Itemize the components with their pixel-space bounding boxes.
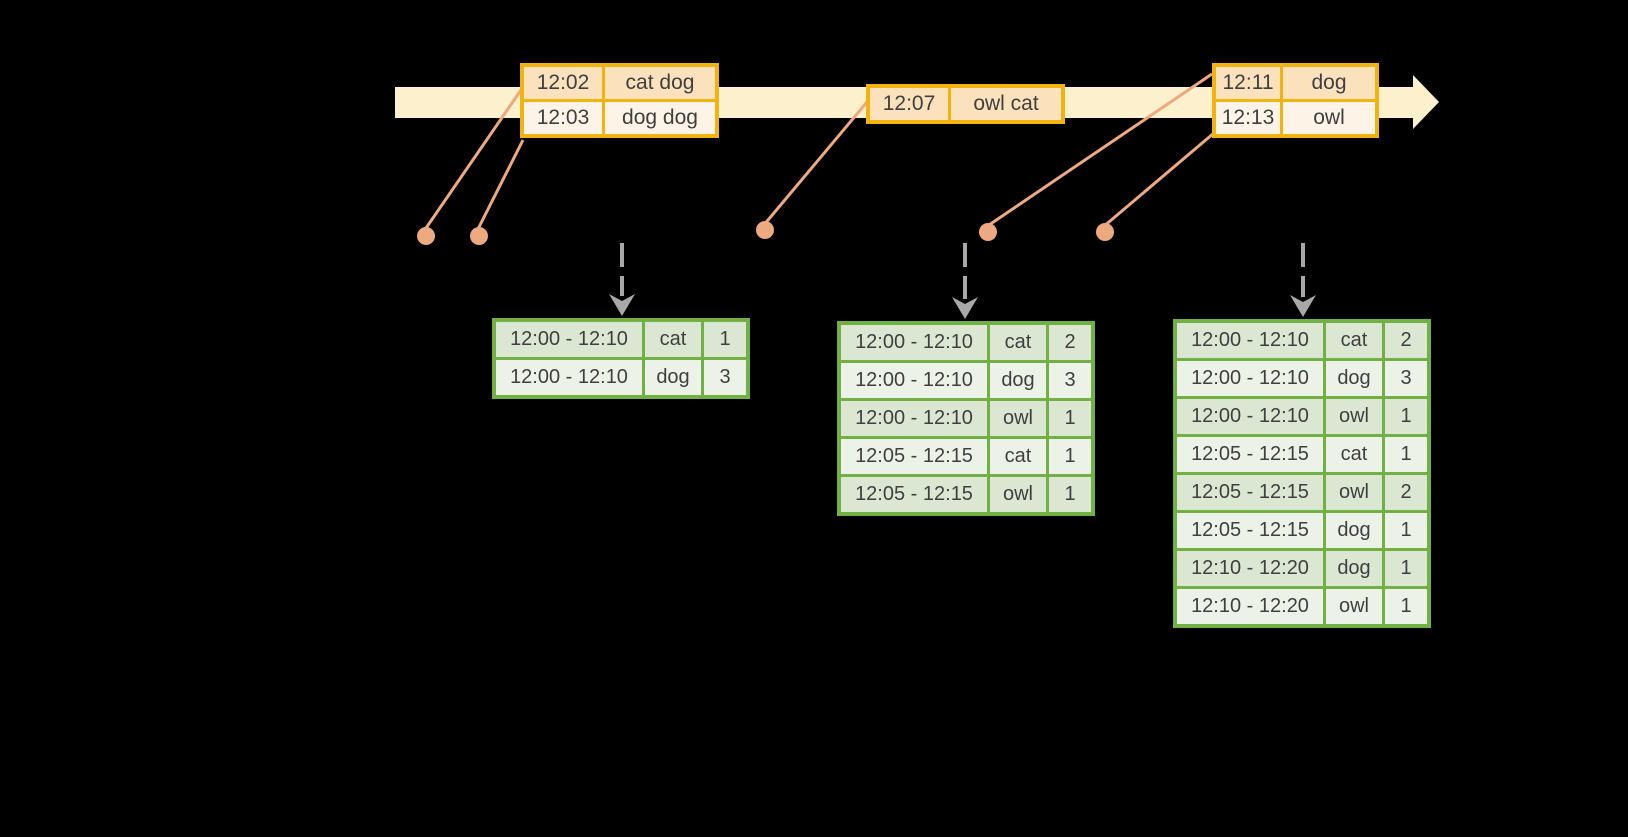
result-word: dog (1323, 548, 1385, 589)
result-window: 12:00 - 12:10 (1173, 358, 1326, 399)
result-word: cat (1323, 319, 1385, 361)
result-row: 12:05 - 12:15 cat 1 (837, 436, 1095, 477)
event-words: dog (1280, 63, 1379, 102)
arrow-down-icon (609, 243, 635, 316)
result-row: 12:00 - 12:10 cat 1 (492, 318, 750, 360)
event-time: 12:11 (1212, 63, 1283, 102)
event-time: 12:07 (866, 84, 951, 124)
result-count: 1 (1382, 548, 1431, 589)
result-window: 12:05 - 12:15 (1173, 434, 1326, 475)
result-row: 12:00 - 12:10 dog 3 (492, 357, 750, 399)
event-words: owl cat (948, 84, 1065, 124)
result-word: owl (987, 474, 1049, 516)
result-window: 12:00 - 12:10 (492, 357, 645, 399)
result-row: 12:05 - 12:15 owl 1 (837, 474, 1095, 516)
result-word: owl (1323, 472, 1385, 513)
result-window: 12:00 - 12:10 (837, 321, 990, 363)
result-row: 12:10 - 12:20 dog 1 (1173, 548, 1431, 589)
connector-line (1102, 131, 1215, 229)
event-row: 12:11 dog (1212, 63, 1379, 102)
event-row: 12:03 dog dog (520, 99, 719, 138)
connector-line (475, 139, 525, 232)
result-count: 1 (1046, 474, 1095, 516)
result-table: 12:00 - 12:10 cat 2 12:00 - 12:10 dog 3 … (1173, 319, 1431, 628)
result-row: 12:00 - 12:10 dog 3 (837, 360, 1095, 401)
dot-icon (979, 223, 997, 241)
result-window: 12:00 - 12:10 (1173, 319, 1326, 361)
result-count: 1 (1046, 398, 1095, 439)
result-count: 2 (1046, 321, 1095, 363)
result-window: 12:05 - 12:15 (1173, 472, 1326, 513)
event-words: dog dog (602, 99, 719, 138)
result-word: cat (987, 436, 1049, 477)
result-window: 12:10 - 12:20 (1173, 586, 1326, 628)
result-count: 1 (1382, 586, 1431, 628)
result-word: owl (1323, 586, 1385, 628)
event-row: 12:13 owl (1212, 99, 1379, 138)
result-row: 12:00 - 12:10 dog 3 (1173, 358, 1431, 399)
result-row: 12:00 - 12:10 cat 2 (837, 321, 1095, 363)
result-word: cat (642, 318, 704, 360)
result-count: 2 (1382, 472, 1431, 513)
event-time: 12:03 (520, 99, 605, 138)
dot-icon (417, 227, 435, 245)
result-window: 12:05 - 12:15 (837, 436, 990, 477)
result-count: 1 (701, 318, 750, 360)
result-count: 1 (1382, 510, 1431, 551)
result-row: 12:00 - 12:10 owl 1 (1173, 396, 1431, 437)
result-word: owl (1323, 396, 1385, 437)
event-row: 12:02 cat dog (520, 63, 719, 102)
result-row: 12:00 - 12:10 cat 2 (1173, 319, 1431, 361)
result-word: dog (1323, 358, 1385, 399)
dot-icon (470, 227, 488, 245)
connector-line (422, 89, 523, 232)
result-window: 12:10 - 12:20 (1173, 548, 1326, 589)
result-count: 2 (1382, 319, 1431, 361)
connector-line (985, 72, 1213, 229)
result-word: dog (1323, 510, 1385, 551)
result-word: dog (642, 357, 704, 399)
arrow-down-icon (952, 243, 978, 319)
event-table: 12:02 cat dog 12:03 dog dog (520, 63, 719, 138)
result-window: 12:00 - 12:10 (492, 318, 645, 360)
event-row: 12:07 owl cat (866, 84, 1065, 124)
result-row: 12:05 - 12:15 owl 2 (1173, 472, 1431, 513)
result-row: 12:05 - 12:15 cat 1 (1173, 434, 1431, 475)
dot-icon (1096, 223, 1114, 241)
arrow-right-icon (1413, 75, 1439, 129)
event-time: 12:13 (1212, 99, 1283, 138)
result-count: 3 (701, 357, 750, 399)
result-row: 12:10 - 12:20 owl 1 (1173, 586, 1431, 628)
result-table: 12:00 - 12:10 cat 1 12:00 - 12:10 dog 3 (492, 318, 750, 399)
event-words: cat dog (602, 63, 719, 102)
result-window: 12:05 - 12:15 (837, 474, 990, 516)
dot-icon (756, 221, 774, 239)
event-time: 12:02 (520, 63, 605, 102)
result-window: 12:00 - 12:10 (837, 360, 990, 401)
event-words: owl (1280, 99, 1379, 138)
event-table: 12:11 dog 12:13 owl (1212, 63, 1379, 138)
result-count: 1 (1382, 434, 1431, 475)
result-word: cat (1323, 434, 1385, 475)
result-window: 12:05 - 12:15 (1173, 510, 1326, 551)
result-word: dog (987, 360, 1049, 401)
result-count: 3 (1382, 358, 1431, 399)
result-row: 12:00 - 12:10 owl 1 (837, 398, 1095, 439)
result-window: 12:00 - 12:10 (1173, 396, 1326, 437)
result-window: 12:00 - 12:10 (837, 398, 990, 439)
result-row: 12:05 - 12:15 dog 1 (1173, 510, 1431, 551)
result-count: 1 (1046, 436, 1095, 477)
result-word: owl (987, 398, 1049, 439)
event-table: 12:07 owl cat (866, 84, 1065, 124)
result-count: 1 (1382, 396, 1431, 437)
result-word: cat (987, 321, 1049, 363)
arrow-down-icon (1290, 243, 1316, 317)
connector-line (761, 101, 869, 227)
result-count: 3 (1046, 360, 1095, 401)
result-table: 12:00 - 12:10 cat 2 12:00 - 12:10 dog 3 … (837, 321, 1095, 516)
